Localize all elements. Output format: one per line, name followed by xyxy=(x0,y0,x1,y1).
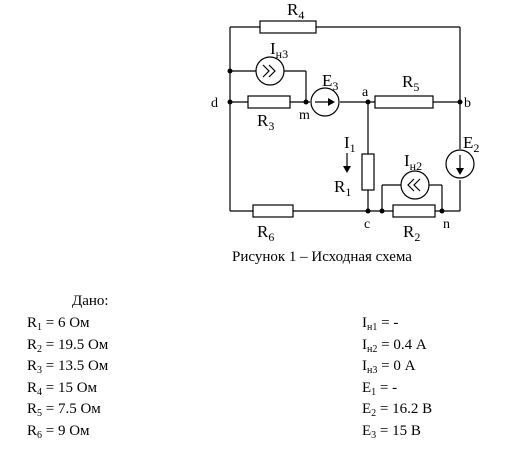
label-e3: E3 xyxy=(322,71,338,93)
node-label-a: a xyxy=(362,85,369,100)
source-value-row: E2 = 16.2 В xyxy=(362,401,433,420)
node-label-d: d xyxy=(211,96,218,111)
source-value-row: E3 = 15 В xyxy=(362,422,421,441)
figure-caption: Рисунок 1 – Исходная схема xyxy=(232,249,412,265)
source-values-list: Iн1 = - Iн2 = 0.4 А Iн3 = 0 А E1 = - E2 … xyxy=(362,313,432,443)
label-r3: R3 xyxy=(257,111,274,133)
current-i1-arrow-icon xyxy=(343,153,351,173)
source-value-row: Iн1 = - xyxy=(362,315,399,333)
resistor-r3 xyxy=(247,95,291,109)
source-value-row: Iн3 = 0 А xyxy=(362,358,416,377)
source-value-row: E1 = - xyxy=(362,379,398,398)
resistor-r1 xyxy=(361,153,375,191)
circuit-nodes xyxy=(227,68,463,214)
label-r2: R2 xyxy=(403,222,420,244)
emf-source-e2-icon xyxy=(445,149,475,179)
label-in2: Iн2 xyxy=(404,151,422,173)
resistor-r2 xyxy=(392,204,436,218)
label-e2: E2 xyxy=(463,133,479,155)
resistor-r5 xyxy=(374,95,434,109)
node-label-n: n xyxy=(443,217,450,232)
node-label-c: c xyxy=(364,217,370,232)
resistor-value-row: R5 = 7.5 Ом xyxy=(27,401,101,420)
label-r6: R6 xyxy=(257,222,274,244)
label-r1: R1 xyxy=(334,177,351,199)
source-value-row: Iн2 = 0.4 А xyxy=(362,336,427,355)
circuit-wires xyxy=(229,26,461,212)
current-source-in2-icon xyxy=(400,170,430,200)
resistor-value-row: R3 = 13.5 Ом xyxy=(27,358,109,377)
resistor-value-row: R1 = 6 Ом xyxy=(27,315,90,333)
resistor-value-row: R4 = 15 Ом xyxy=(27,379,98,398)
given-title: Дано: xyxy=(72,293,109,309)
resistor-r6 xyxy=(252,204,294,218)
label-in3: Iн3 xyxy=(270,39,288,61)
resistor-value-row: R2 = 19.5 Ом xyxy=(27,336,109,355)
emf-source-e3-icon xyxy=(310,87,340,117)
resistor-r4 xyxy=(259,20,317,34)
node-label-b: b xyxy=(464,96,471,111)
resistor-value-row: R6 = 9 Ом xyxy=(27,422,90,441)
label-r4: R4 xyxy=(287,0,304,22)
resistor-values-list: R1 = 6 Ом R2 = 19.5 Ом R3 = 13.5 Ом R4 =… xyxy=(27,313,108,443)
label-i1: I1 xyxy=(344,133,356,155)
current-source-in3-icon xyxy=(255,56,285,86)
node-label-m: m xyxy=(299,108,310,123)
circuit-diagram: R4 Iн3 E3 R5 R3 E2 I1 Iн2 R1 R6 R2 d m a… xyxy=(211,0,479,244)
label-r5: R5 xyxy=(402,72,419,94)
